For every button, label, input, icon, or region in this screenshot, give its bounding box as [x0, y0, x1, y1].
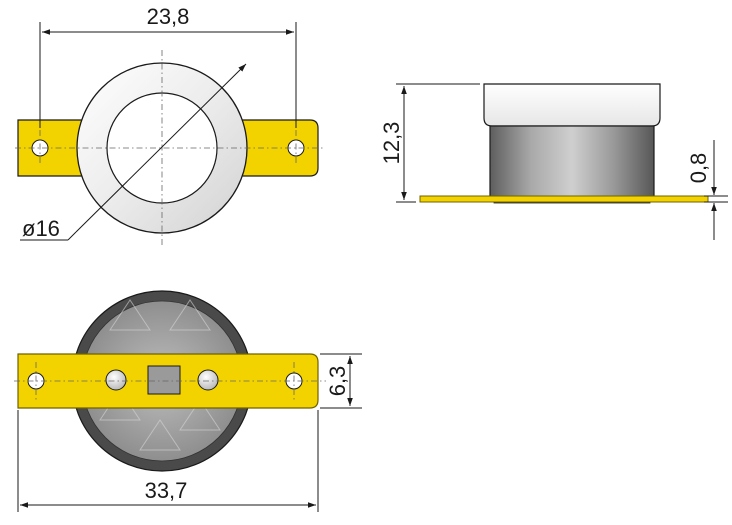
- rivet-right: [197, 369, 219, 391]
- bottom-view: 6,3 33,7: [14, 290, 362, 512]
- terminal-gap: [147, 365, 181, 395]
- side-terminal-tab: [419, 195, 709, 203]
- side-metal-can: [489, 125, 655, 199]
- dim-terminal-width: 6,3: [325, 366, 350, 397]
- side-view: 12,3 0,8: [379, 83, 728, 240]
- dim-overall-length: 33,7: [145, 478, 188, 503]
- rivet-left: [105, 369, 127, 391]
- dim-tab-thickness: 0,8: [686, 153, 711, 184]
- side-ceramic-cap: [483, 83, 661, 127]
- dim-diameter: ø16: [22, 216, 60, 241]
- top-view: 23,8 ø16: [15, 4, 325, 248]
- dim-top-width: 23,8: [147, 4, 190, 29]
- dim-height: 12,3: [379, 122, 404, 165]
